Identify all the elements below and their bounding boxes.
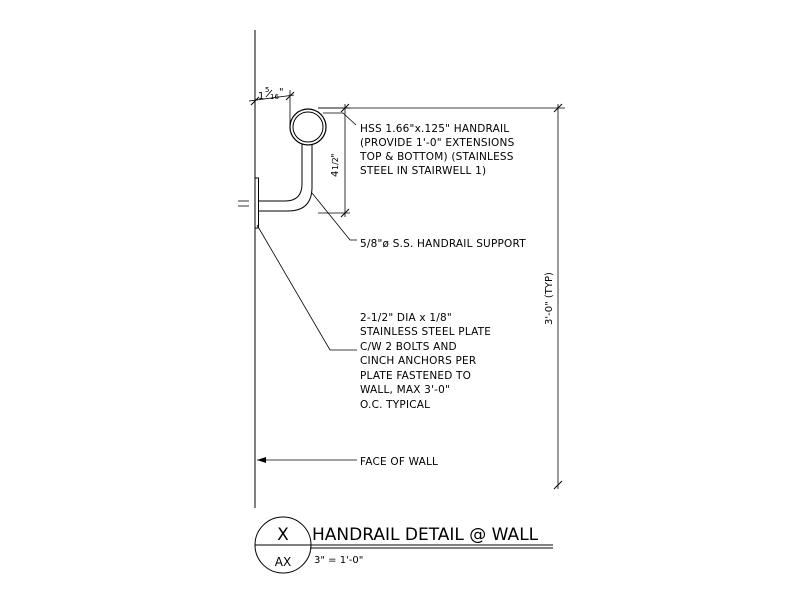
detail-scale: 3" = 1'-0": [314, 555, 363, 566]
clearance-dimension-num: 5: [265, 86, 269, 94]
support-note: 5/8"ø S.S. HANDRAIL SUPPORT: [360, 238, 526, 250]
clearance-dimension-den: 16: [270, 93, 279, 101]
height-tick-bottom: [553, 480, 563, 490]
drop-tick-bottom: [340, 208, 350, 218]
handrail-inner: [292, 111, 324, 143]
plate-note-line-6: WALL, MAX 3'-0": [360, 384, 450, 396]
height-tick-top: [553, 103, 563, 113]
handrail-note-line-4: STEEL IN STAIRWELL 1): [360, 165, 486, 177]
handrail-note-line-3: TOP & BOTTOM) (STAINLESS: [359, 151, 514, 163]
plate-note-line-4: CINCH ANCHORS PER: [360, 355, 476, 367]
plate-note-leader: [256, 224, 357, 351]
clearance-fraction-bar: [265, 89, 273, 98]
clearance-dimension-whole: 1: [258, 91, 264, 102]
clearance-tick-left: [250, 96, 260, 106]
sheet-id: AX: [275, 555, 291, 569]
plate-note-line-5: PLATE FASTENED TO: [360, 370, 471, 382]
plate-note-line-7: O.C. TYPICAL: [360, 399, 430, 411]
plate-note-line-3: C/W 2 BOLTS AND: [360, 341, 457, 353]
plate-note-line-1: 2-1/2" DIA x 1/8": [360, 312, 452, 324]
handrail-note-line-1: HSS 1.66"x.125" HANDRAIL: [360, 123, 509, 135]
handrail-note-line-2: (PROVIDE 1'-0" EXTENSIONS: [360, 137, 515, 149]
wall-note: FACE OF WALL: [360, 456, 438, 468]
plate-note-line-2: STAINLESS STEEL PLATE: [360, 326, 491, 338]
height-dimension-text: 3'-0" (TYP): [544, 272, 555, 325]
drop-dimension-unit: ": [330, 153, 341, 158]
support-note-leader: [311, 192, 357, 241]
handrail-support-bracket-inner: [259, 142, 313, 212]
detail-title: HANDRAIL DETAIL @ WALL: [312, 525, 539, 545]
detail-id: X: [277, 525, 289, 545]
clearance-tick-right: [285, 91, 295, 101]
drop-dimension-frac: 1/2: [331, 157, 340, 170]
clearance-dimension-unit: ": [279, 87, 284, 98]
handrail-support-bracket: [259, 140, 303, 202]
drop-dimension-whole: 4: [330, 171, 341, 177]
handrail-outer: [289, 108, 327, 146]
handrail-note-leader: [323, 112, 357, 126]
wall-plate: [254, 177, 259, 229]
wall-note-arrow: [257, 457, 266, 463]
